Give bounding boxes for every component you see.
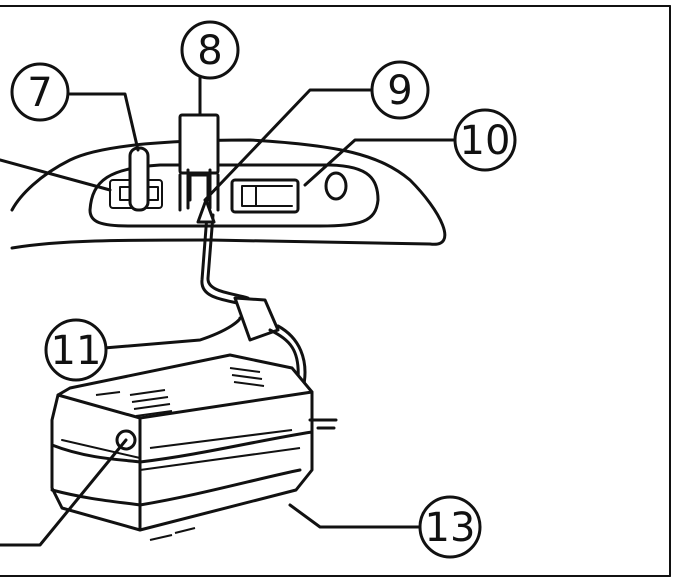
callout-10: 10 xyxy=(453,108,517,172)
top-vents xyxy=(95,367,265,417)
ac-adapter xyxy=(50,353,338,541)
left-port xyxy=(0,146,163,212)
dc-jack xyxy=(178,113,220,212)
callout-7-label: 7 xyxy=(27,70,52,116)
callout-7: 7 xyxy=(10,62,70,122)
callout-8-label: 8 xyxy=(197,28,222,74)
callout-9-label: 9 xyxy=(387,68,412,114)
side-vents xyxy=(139,429,301,471)
callout-13-label: 13 xyxy=(425,505,476,551)
device-back-panel xyxy=(10,138,447,250)
callout-8: 8 xyxy=(180,20,240,80)
frame xyxy=(0,5,671,577)
callout-11-label: 11 xyxy=(51,328,102,374)
callout-11: 11 xyxy=(44,318,108,382)
callout-13: 13 xyxy=(418,495,482,559)
leader-lines xyxy=(0,73,457,547)
power-switch xyxy=(230,171,348,214)
callout-9: 9 xyxy=(370,60,430,120)
callout-10-label: 10 xyxy=(460,118,511,164)
